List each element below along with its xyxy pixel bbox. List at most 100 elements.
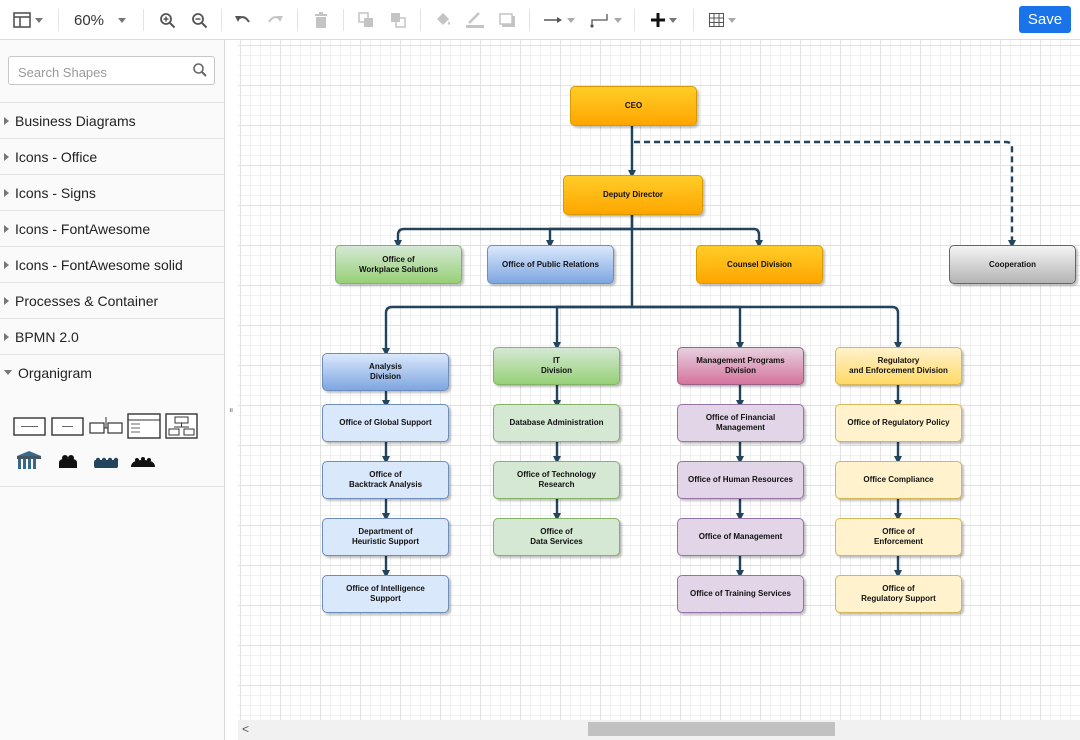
shape-employee-card[interactable] <box>127 413 161 439</box>
edge-ceo-cooperation <box>634 140 1016 248</box>
chevron-down-icon <box>35 17 43 23</box>
org-node-financial-management[interactable]: Office of Financial Management <box>677 404 804 442</box>
zoom-out-button[interactable] <box>187 8 211 32</box>
triangle-right-icon <box>4 332 9 341</box>
trash-icon <box>315 12 327 28</box>
diagram-canvas[interactable]: CEO Deputy Director Office of Workplace … <box>238 40 1080 720</box>
org-node-regulatory-policy[interactable]: Office of Regulatory Policy <box>835 404 962 442</box>
format-panel-toggle-button[interactable] <box>8 8 48 32</box>
library-icons-fontawesome-solid[interactable]: Icons - FontAwesome solid <box>0 246 224 282</box>
org-node-regulatory-support[interactable]: Office of Regulatory Support <box>835 575 962 613</box>
zoom-in-button[interactable] <box>155 8 179 32</box>
zoom-value: 60% <box>73 11 105 29</box>
insert-dropdown[interactable] <box>645 8 683 32</box>
org-node-heuristic-support[interactable]: Department of Heuristic Support <box>322 518 449 556</box>
scroll-left-icon[interactable]: < <box>242 722 250 736</box>
library-label: Organigram <box>18 364 92 381</box>
shape-team-icon[interactable] <box>94 457 119 468</box>
waypoints-dropdown[interactable] <box>587 8 625 32</box>
divider <box>420 9 421 31</box>
org-node-office-of-management[interactable]: Office of Management <box>677 518 804 556</box>
library-organigram[interactable]: Organigram <box>0 354 224 390</box>
shape-assistant[interactable] <box>89 417 123 434</box>
search-box <box>8 56 215 85</box>
divider <box>221 9 222 31</box>
org-node-cooperation[interactable]: Cooperation <box>949 245 1076 284</box>
org-node-it-division[interactable]: IT Division <box>493 347 620 385</box>
org-node-compliance[interactable]: Office Compliance <box>835 461 962 499</box>
shape-group-icon[interactable] <box>131 457 155 467</box>
library-icons-fontawesome[interactable]: Icons - FontAwesome <box>0 210 224 246</box>
org-node-ceo[interactable]: CEO <box>570 86 697 126</box>
divider <box>343 9 344 31</box>
library-label: Icons - Signs <box>15 184 96 201</box>
to-back-icon <box>391 13 406 28</box>
delete-button[interactable] <box>309 8 333 32</box>
shape-org-chart-container[interactable] <box>165 413 198 439</box>
undo-icon <box>235 16 250 23</box>
horizontal-scrollbar[interactable]: < <box>238 720 1080 740</box>
layout-panel-icon <box>13 12 31 28</box>
triangle-right-icon <box>4 188 9 197</box>
shape-unit-box[interactable] <box>13 417 46 436</box>
divider <box>693 9 694 31</box>
org-node-deputy-director[interactable]: Deputy Director <box>563 175 703 215</box>
shadow-button[interactable] <box>495 8 519 32</box>
connection-style-dropdown[interactable] <box>539 8 579 32</box>
search-icon[interactable] <box>192 62 208 83</box>
org-node-regulatory-division[interactable]: Regulatory and Enforcement Division <box>835 347 962 385</box>
scrollbar-thumb[interactable] <box>588 722 835 736</box>
undo-button[interactable] <box>231 8 255 32</box>
chevron-down-icon <box>567 17 575 23</box>
org-node-backtrack-analysis[interactable]: Office of Backtrack Analysis <box>322 461 449 499</box>
shape-position-box[interactable] <box>51 417 84 436</box>
redo-icon <box>268 16 283 23</box>
edge-deputy-regulatory <box>632 305 902 350</box>
org-node-public-relations[interactable]: Office of Public Relations <box>487 245 614 284</box>
divider <box>143 9 144 31</box>
divider <box>58 9 59 31</box>
chevron-down-icon <box>614 17 622 23</box>
org-node-analysis-division[interactable]: Analysis Division <box>322 353 449 391</box>
library-bpmn[interactable]: BPMN 2.0 <box>0 318 224 354</box>
org-node-data-services[interactable]: Office of Data Services <box>493 518 620 556</box>
shape-people-icon[interactable] <box>59 455 77 468</box>
library-label: Icons - FontAwesome solid <box>15 256 183 273</box>
shape-building-icon[interactable] <box>17 451 41 469</box>
org-node-training-services[interactable]: Office of Training Services <box>677 575 804 613</box>
sidebar-splitter-handle[interactable]: ⏸ <box>229 405 234 415</box>
toolbar: 60% <box>0 0 1080 40</box>
chevron-down-icon <box>669 17 677 23</box>
org-node-workplace-solutions[interactable]: Office of Workplace Solutions <box>335 245 462 284</box>
fill-color-button[interactable] <box>431 8 455 32</box>
org-node-management-programs[interactable]: Management Programs Division <box>677 347 804 385</box>
org-node-intelligence-support[interactable]: Office of Intelligence Support <box>322 575 449 613</box>
edge-deputy-analysis <box>382 305 632 356</box>
org-node-technology-research[interactable]: Office of Technology Research <box>493 461 620 499</box>
org-node-enforcement[interactable]: Office of Enforcement <box>835 518 962 556</box>
line-color-button[interactable] <box>463 8 487 32</box>
triangle-down-icon <box>4 370 12 375</box>
arrow-right-icon <box>544 17 562 23</box>
table-dropdown[interactable] <box>703 8 741 32</box>
library-icons-office[interactable]: Icons - Office <box>0 138 224 174</box>
save-button[interactable]: Save <box>1019 6 1071 33</box>
library-business-diagrams[interactable]: Business Diagrams <box>0 102 224 138</box>
triangle-right-icon <box>4 260 9 269</box>
search-input[interactable] <box>16 62 190 82</box>
connectors <box>382 126 1016 578</box>
org-node-counsel-division[interactable]: Counsel Division <box>696 245 823 284</box>
library-icons-signs[interactable]: Icons - Signs <box>0 174 224 210</box>
org-node-human-resources[interactable]: Office of Human Resources <box>677 461 804 499</box>
org-node-database-admin[interactable]: Database Administration <box>493 404 620 442</box>
zoom-dropdown[interactable]: 60% <box>66 8 134 32</box>
library-processes-container[interactable]: Processes & Container <box>0 282 224 318</box>
orthogonal-connector-icon <box>590 14 608 28</box>
divider <box>297 9 298 31</box>
library-label: BPMN 2.0 <box>15 328 79 345</box>
org-node-global-support[interactable]: Office of Global Support <box>322 404 449 442</box>
redo-button[interactable] <box>263 8 287 32</box>
to-back-button[interactable] <box>386 8 410 32</box>
to-front-button[interactable] <box>354 8 378 32</box>
triangle-right-icon <box>4 152 9 161</box>
